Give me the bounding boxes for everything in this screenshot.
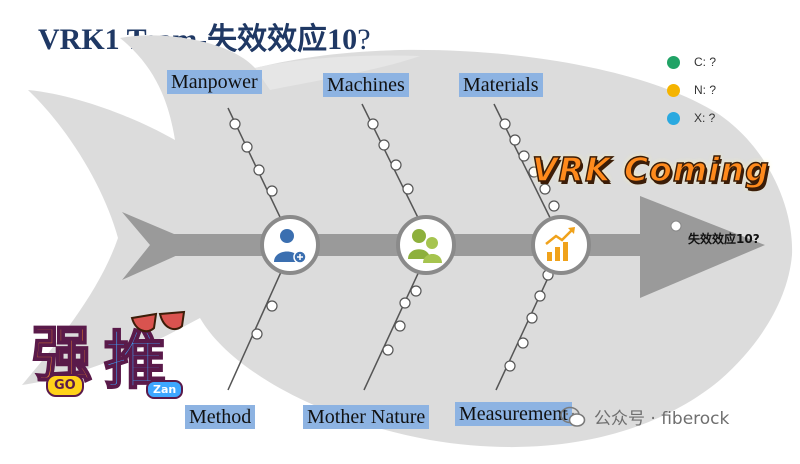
category-materials: Materials xyxy=(459,73,543,97)
rib-mother-nature xyxy=(363,251,429,391)
sunglasses-icon xyxy=(130,310,186,333)
legend-item-n: N: ? xyxy=(667,76,716,104)
rib-method xyxy=(227,251,291,391)
growth-chart-icon xyxy=(545,227,575,261)
sticker-go-tag: GO xyxy=(46,374,84,397)
category-machines: Machines xyxy=(323,73,409,97)
legend-item-x: X: ? xyxy=(667,104,716,132)
legend-dot-yellow xyxy=(667,83,680,97)
title-question-mark: ? xyxy=(357,23,371,56)
legend-item-c: C: ? xyxy=(667,48,716,76)
person-icon xyxy=(274,229,307,264)
vrk-coming-banner: VRK Coming xyxy=(531,149,770,190)
legend-dot-blue xyxy=(667,111,680,125)
materials-node xyxy=(531,215,591,275)
manpower-node xyxy=(260,215,320,275)
category-mother-nature: Mother Nature xyxy=(303,405,430,429)
category-method: Method xyxy=(185,405,256,429)
spine-head xyxy=(640,196,765,298)
rib-nodes xyxy=(229,118,560,372)
legend-label: N: ? xyxy=(694,83,717,97)
spine-tail xyxy=(122,212,200,280)
wechat-icon xyxy=(560,406,586,427)
legend-label: X: ? xyxy=(694,111,716,125)
machines-node xyxy=(396,215,456,275)
group-icon xyxy=(408,229,442,263)
category-manpower: Manpower xyxy=(167,70,262,94)
fish-fin-top xyxy=(255,55,420,90)
legend-label: C: ? xyxy=(694,55,717,69)
watermark: 公众号 · fiberock xyxy=(560,404,729,429)
fish-eye xyxy=(670,220,682,232)
legend: C: ? N: ? X: ? xyxy=(667,48,716,132)
legend-dot-green xyxy=(667,55,680,69)
watermark-text: 公众号 · fiberock xyxy=(594,409,730,429)
effect-label: 失效效应10? xyxy=(688,232,760,246)
sticker-zan-tag: Zan xyxy=(146,380,184,399)
sticker-graphic: 强 推 GO Zan xyxy=(16,300,206,410)
category-measurement: Measurement xyxy=(455,402,572,426)
